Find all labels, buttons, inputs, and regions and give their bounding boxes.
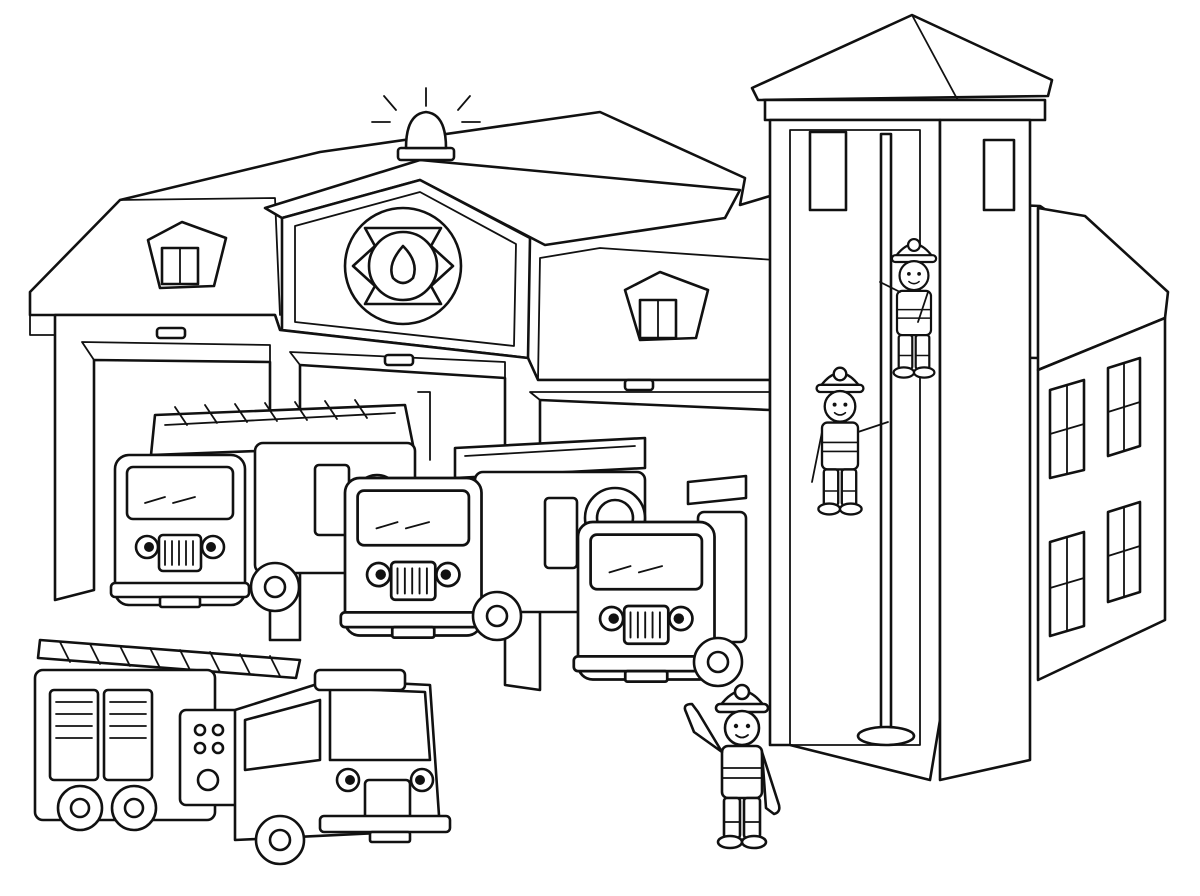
hose-tower bbox=[750, 13, 1054, 782]
side-window bbox=[1106, 500, 1142, 604]
side-window bbox=[1048, 530, 1086, 638]
side-window bbox=[1048, 378, 1086, 480]
side-window bbox=[1106, 356, 1142, 458]
fire-truck-icon bbox=[33, 638, 452, 866]
side-building bbox=[1036, 206, 1170, 682]
firefighter-icon bbox=[811, 366, 889, 516]
fire-pole-icon bbox=[856, 132, 916, 747]
firefighter-icon bbox=[683, 683, 781, 850]
dormer-window-right bbox=[623, 270, 710, 342]
fire-truck-icon bbox=[572, 474, 748, 688]
dormer-window-left bbox=[146, 220, 228, 290]
garage-front bbox=[53, 313, 772, 692]
fire-emblem-icon bbox=[343, 206, 463, 326]
siren-light-icon bbox=[371, 87, 481, 162]
firefighter-icon bbox=[879, 237, 938, 379]
